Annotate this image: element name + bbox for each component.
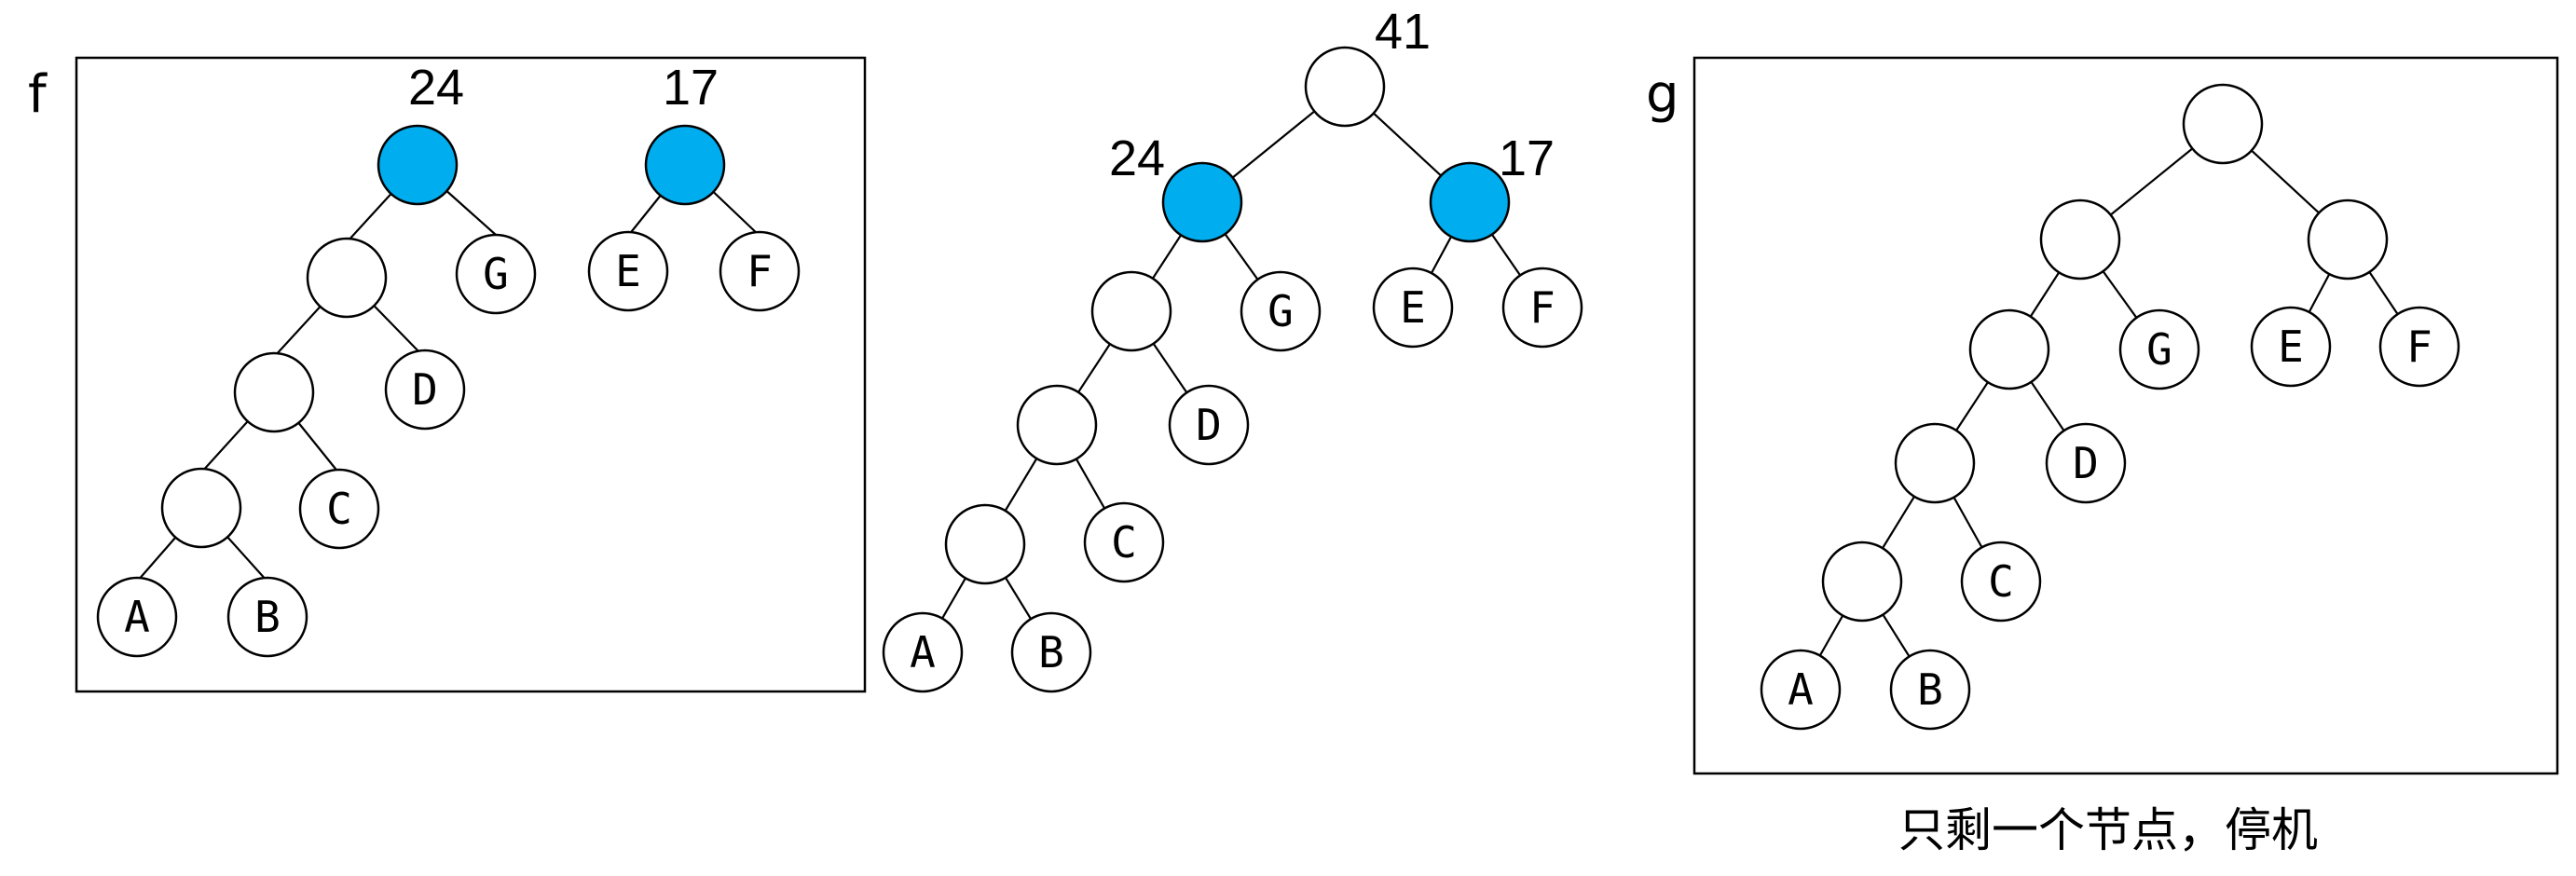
internal-node bbox=[233, 351, 315, 433]
panel-middle: 41 24 17 A B C D G E F bbox=[882, 4, 1583, 693]
leaf-node-c: C bbox=[1960, 541, 2042, 623]
svg-text:C: C bbox=[1988, 556, 2014, 607]
panel-g-frame bbox=[1692, 56, 2559, 775]
internal-node bbox=[2307, 198, 2389, 281]
leaf-node-g: G bbox=[455, 233, 537, 315]
svg-text:D: D bbox=[412, 364, 438, 415]
internal-node bbox=[1016, 384, 1098, 466]
panel-f-frame bbox=[75, 56, 867, 693]
weight-label-41: 41 bbox=[1375, 4, 1431, 60]
leaf-node-d: D bbox=[1168, 384, 1250, 466]
panel-g-label: g bbox=[1646, 64, 1679, 125]
svg-text:D: D bbox=[1196, 400, 1222, 450]
leaf-node-d: D bbox=[2045, 422, 2127, 504]
leaf-node-g: G bbox=[1240, 270, 1322, 352]
root-node-17 bbox=[644, 124, 726, 206]
root-node-24 bbox=[377, 124, 459, 206]
leaf-node-e: E bbox=[1372, 267, 1454, 349]
child-node-17 bbox=[1429, 161, 1511, 243]
weight-label-24: 24 bbox=[1109, 130, 1165, 186]
panel-g-caption: 只剩一个节点，停机 bbox=[1898, 803, 2318, 857]
weight-label-17: 17 bbox=[1499, 130, 1555, 186]
svg-text:E: E bbox=[2278, 322, 2304, 372]
svg-text:A: A bbox=[1788, 664, 1814, 715]
svg-text:F: F bbox=[1529, 282, 1555, 333]
panel-f-label: f bbox=[28, 64, 48, 125]
leaf-node-a: A bbox=[96, 576, 178, 658]
root-node-41 bbox=[1304, 46, 1386, 128]
internal-node bbox=[306, 237, 388, 319]
svg-text:C: C bbox=[1111, 517, 1137, 568]
svg-text:B: B bbox=[254, 592, 281, 642]
svg-text:A: A bbox=[124, 592, 150, 642]
panel-g: g A B C bbox=[1646, 56, 2559, 857]
svg-text:G: G bbox=[2146, 324, 2172, 375]
final-root-node bbox=[2182, 83, 2264, 165]
weight-label-17: 17 bbox=[663, 60, 719, 116]
svg-text:G: G bbox=[1267, 286, 1294, 336]
internal-node bbox=[2039, 198, 2121, 281]
child-node-24 bbox=[1161, 161, 1243, 243]
leaf-node-c: C bbox=[1083, 501, 1165, 583]
leaf-node-b: B bbox=[1010, 611, 1092, 693]
leaf-node-a: A bbox=[1760, 649, 1842, 731]
leaf-node-c: C bbox=[298, 468, 380, 550]
internal-node bbox=[1821, 541, 1903, 623]
svg-text:F: F bbox=[2406, 322, 2432, 372]
leaf-node-e: E bbox=[2250, 306, 2332, 388]
panel-f: f 24 17 A B bbox=[28, 56, 867, 693]
svg-text:E: E bbox=[615, 246, 641, 296]
leaf-node-d: D bbox=[384, 349, 466, 431]
svg-text:E: E bbox=[1400, 282, 1426, 333]
svg-text:F: F bbox=[747, 246, 773, 296]
svg-text:D: D bbox=[2073, 438, 2099, 488]
svg-text:C: C bbox=[326, 484, 352, 534]
svg-text:G: G bbox=[483, 249, 509, 299]
internal-node bbox=[1968, 308, 2050, 390]
leaf-node-f: F bbox=[719, 230, 801, 312]
svg-text:B: B bbox=[1917, 664, 1943, 715]
leaf-node-f: F bbox=[1501, 267, 1583, 349]
leaf-node-a: A bbox=[882, 611, 964, 693]
leaf-node-g: G bbox=[2118, 308, 2200, 390]
leaf-node-e: E bbox=[587, 230, 669, 312]
leaf-node-b: B bbox=[226, 576, 308, 658]
internal-node bbox=[1090, 270, 1172, 352]
svg-text:A: A bbox=[910, 627, 936, 678]
internal-node bbox=[944, 503, 1026, 585]
leaf-node-b: B bbox=[1889, 649, 1971, 731]
leaf-node-f: F bbox=[2378, 306, 2460, 388]
weight-label-24: 24 bbox=[408, 60, 464, 116]
internal-node bbox=[160, 467, 242, 549]
svg-text:B: B bbox=[1038, 627, 1064, 678]
internal-node bbox=[1894, 422, 1976, 504]
